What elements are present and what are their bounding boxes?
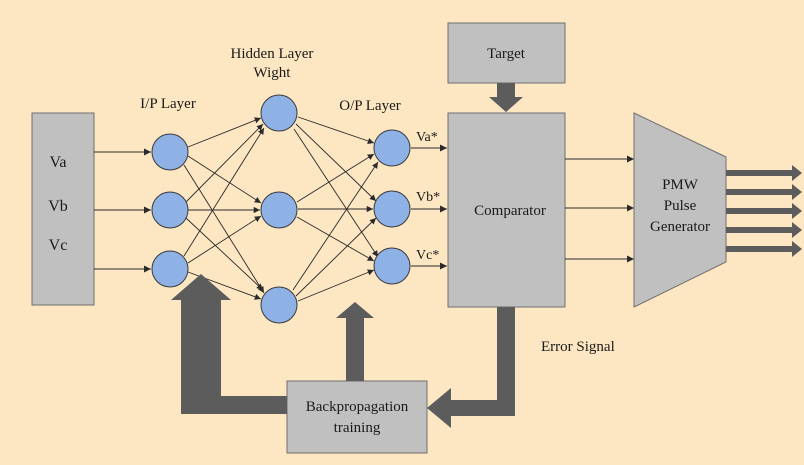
block-arrow-icon: [726, 165, 802, 181]
hidden-layer-label-line1: Hidden Layer: [231, 46, 314, 62]
block-arrow-icon: [726, 203, 802, 219]
output-va-star: Va*: [416, 130, 438, 145]
input-arrows: [94, 148, 151, 273]
error-signal-label: Error Signal: [541, 339, 615, 355]
block-arrow-icon: [726, 241, 802, 257]
arrow-icon: [295, 217, 377, 297]
pwm-generator-block: [633, 112, 727, 308]
backprop-label-line2: training: [334, 420, 381, 436]
output-vc-star: Vc*: [416, 248, 439, 263]
hidden-layer-label-line2: Wight: [254, 65, 292, 81]
backprop-label-line1: Backpropagation: [306, 399, 409, 415]
output-vb-star: Vb*: [416, 190, 440, 205]
input-vb-label: Vb: [48, 198, 68, 215]
block-arrow-icon: [427, 307, 515, 428]
block-arrow-icon: [171, 274, 287, 414]
arrow-icon: [187, 155, 262, 204]
pwm-label-line3: Generator: [650, 219, 710, 235]
block-arrow-icon: [489, 83, 523, 112]
arrow-icon: [296, 216, 375, 262]
arrow-icon: [293, 128, 379, 258]
op-comparator-arrows: [411, 144, 447, 270]
arrow-icon: [183, 127, 265, 257]
ip-layer-nodes: [151, 133, 189, 288]
input-box: [31, 112, 95, 306]
input-vc-label: Vc: [49, 237, 68, 254]
neuron-node: [373, 190, 411, 228]
arrow-icon: [297, 116, 375, 144]
hidden-op-connections: [292, 116, 379, 302]
pwm-label-line1: PMW: [662, 177, 699, 193]
arrow-icon: [297, 269, 375, 302]
pwm-output-arrows: [726, 165, 802, 257]
neuron-node: [260, 191, 298, 229]
block-arrow-icon: [726, 222, 802, 238]
backprop-box: [286, 380, 428, 454]
arrow-icon: [185, 217, 264, 291]
ip-layer-label: I/P Layer: [140, 96, 196, 112]
arrow-icon: [296, 153, 375, 203]
block-arrow-icon: [726, 184, 802, 200]
arrow-icon: [295, 123, 377, 202]
ip-hidden-connections: [183, 117, 265, 300]
neuron-node: [373, 247, 411, 285]
neuron-node: [373, 129, 411, 167]
block-arrow-icon: [336, 302, 374, 381]
arrow-icon: [183, 164, 265, 294]
comparator-box: [447, 112, 566, 308]
arrow-icon: [292, 161, 379, 291]
neuron-node: [151, 133, 189, 171]
neuron-node: [151, 191, 189, 229]
comparator-pwm-arrows: [565, 155, 634, 263]
target-box: [447, 22, 566, 84]
op-layer-nodes: [373, 129, 411, 285]
comparator-label: Comparator: [474, 203, 546, 219]
arrow-icon: [187, 117, 262, 148]
neuron-node: [260, 286, 298, 324]
op-layer-label: O/P Layer: [339, 98, 401, 114]
arrow-icon: [187, 215, 262, 264]
input-va-label: Va: [50, 154, 67, 171]
arrow-icon: [185, 123, 264, 203]
pwm-label-line2: Pulse: [664, 198, 697, 214]
target-label: Target: [487, 46, 526, 62]
hidden-layer-nodes: [260, 94, 298, 324]
neuron-node: [260, 94, 298, 132]
neuron-node: [151, 250, 189, 288]
